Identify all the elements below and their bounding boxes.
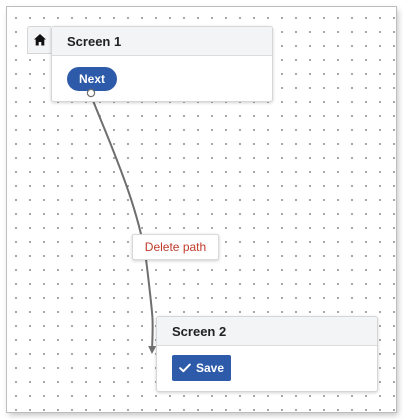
connector-handle[interactable]	[86, 88, 96, 98]
next-button[interactable]: Next	[67, 67, 118, 91]
screen-card-1[interactable]: Screen 1 Next	[51, 26, 273, 102]
connector-path[interactable]	[89, 92, 157, 354]
home-icon	[33, 34, 46, 46]
check-icon	[179, 363, 191, 373]
screen-title: Screen 1	[67, 33, 122, 49]
screen-title: Screen 2	[172, 323, 227, 339]
delete-path-button[interactable]: Delete path	[132, 234, 219, 260]
save-button-label: Save	[195, 361, 225, 375]
screen-card-2[interactable]: Screen 2 Save	[156, 316, 378, 392]
save-button[interactable]: Save	[172, 355, 231, 381]
delete-path-label: Delete path	[144, 240, 207, 254]
screen-card-header[interactable]: Screen 1	[52, 27, 272, 56]
start-marker	[27, 26, 51, 54]
flow-canvas[interactable]: Screen 1 Next Delete path Screen 2 Save	[7, 7, 396, 412]
screen-card-header[interactable]: Screen 2	[157, 317, 377, 346]
